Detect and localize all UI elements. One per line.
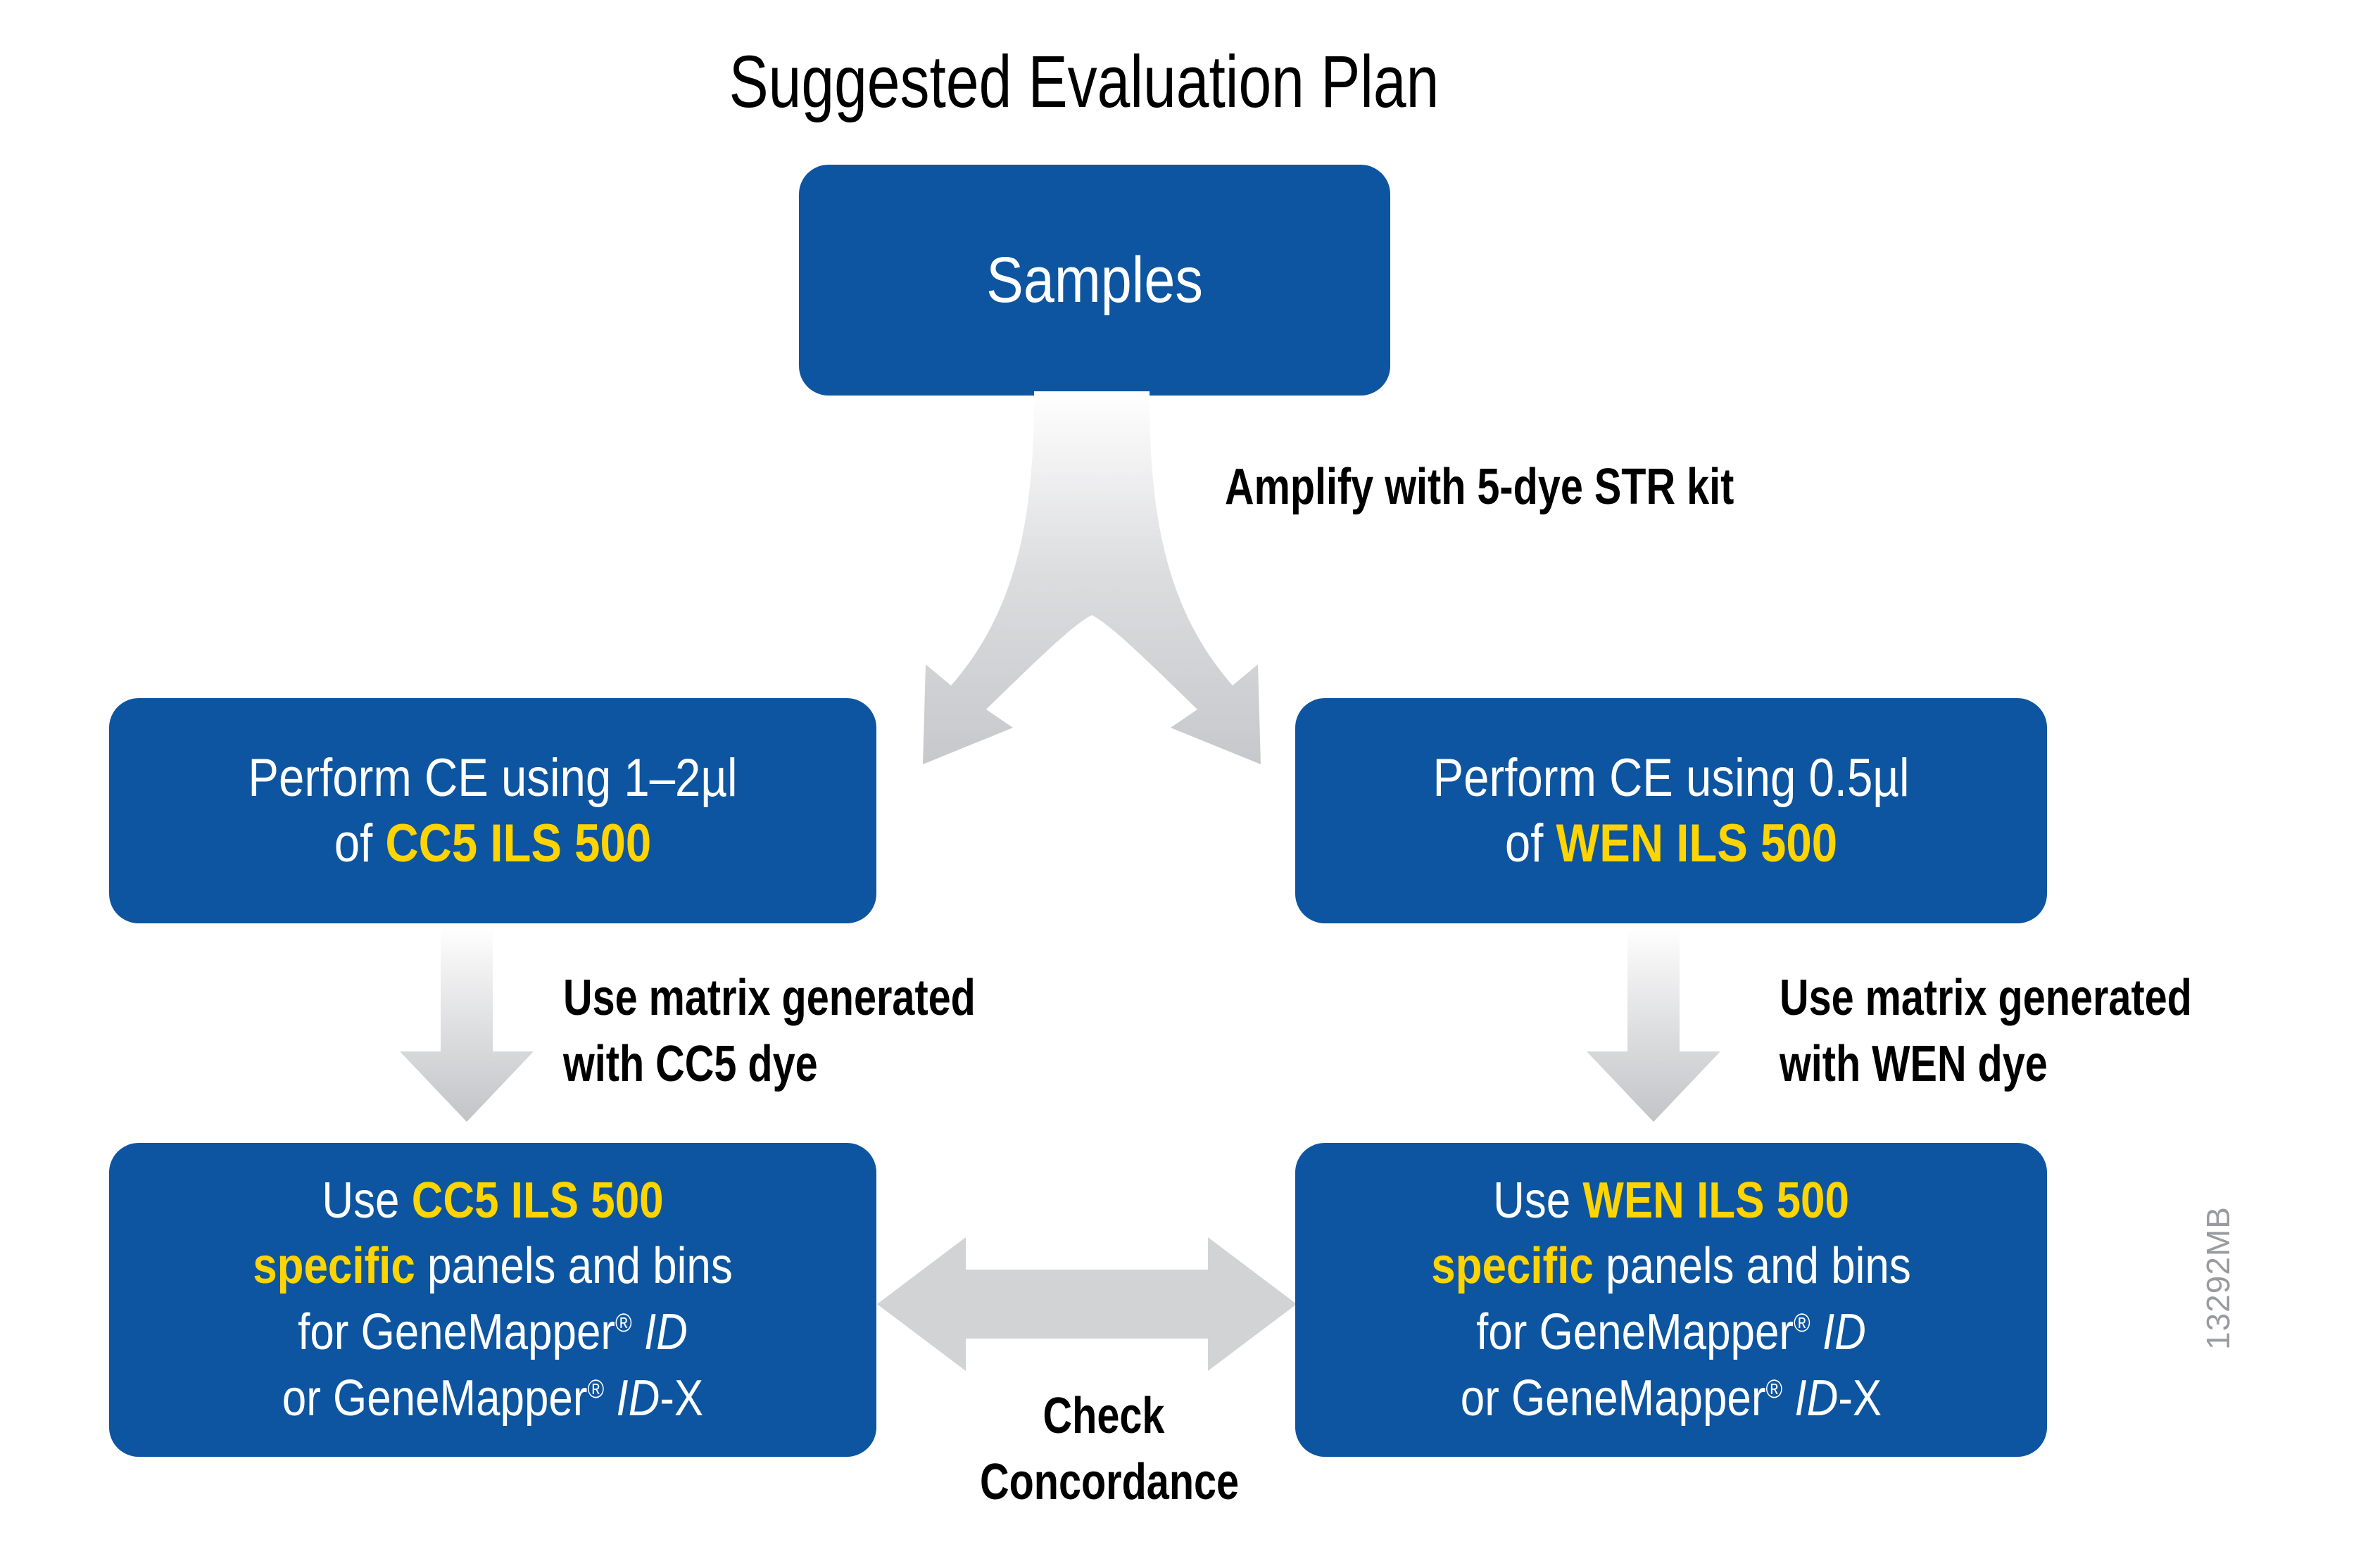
down-arrow-icon-left	[400, 928, 534, 1122]
node-ce-right-line2: of WEN ILS 500	[1504, 814, 1838, 873]
node-panels-right-line2: specific panels and bins	[1431, 1238, 1911, 1295]
node-panels-right-label: Use WEN ILS 500 specific panels and bins…	[1348, 1168, 1994, 1431]
node-ce-left[interactable]: Perform CE using 1–2µl of CC5 ILS 500	[109, 698, 876, 923]
node-panels-left-line4: or GeneMapper® ID-X	[282, 1370, 704, 1427]
node-panels-left-label: Use CC5 ILS 500 specific panels and bins…	[163, 1168, 822, 1431]
node-panels-right-line1: Use WEN ILS 500	[1493, 1172, 1849, 1229]
highlight-cc5-ils-500: CC5 ILS 500	[411, 1172, 664, 1229]
page-title: Suggested Evaluation Plan	[729, 41, 1440, 123]
node-ce-left-label: Perform CE using 1–2µl of CC5 ILS 500	[163, 745, 822, 877]
down-arrow-icon-right	[1587, 928, 1720, 1122]
node-panels-left-line1: Use CC5 ILS 500	[322, 1172, 664, 1229]
highlight-wen-ils-500: WEN ILS 500	[1556, 814, 1838, 873]
document-code: 13292MB	[2200, 1206, 2236, 1350]
highlight-wen-ils-500: WEN ILS 500	[1582, 1172, 1849, 1229]
node-panels-right[interactable]: Use WEN ILS 500 specific panels and bins…	[1295, 1143, 2047, 1457]
registered-trademark-icon: ®	[1765, 1373, 1783, 1403]
node-panels-right-line3: for GeneMapper® ID	[1476, 1304, 1866, 1360]
highlight-specific: specific	[1431, 1238, 1594, 1295]
registered-trademark-icon: ®	[587, 1373, 605, 1403]
node-panels-left[interactable]: Use CC5 ILS 500 specific panels and bins…	[109, 1143, 876, 1457]
edge-label-amplify: Amplify with 5-dye STR kit	[1225, 459, 1734, 515]
node-samples[interactable]: Samples	[799, 165, 1390, 396]
highlight-specific: specific	[253, 1238, 415, 1295]
node-ce-right[interactable]: Perform CE using 0.5µl of WEN ILS 500	[1295, 698, 2047, 923]
edge-label-check-concordance: Check Concordance	[980, 1388, 1240, 1510]
node-samples-label: Samples	[986, 244, 1203, 316]
node-panels-left-line2: specific panels and bins	[253, 1238, 733, 1295]
node-panels-left-line3: for GeneMapper® ID	[298, 1304, 688, 1360]
edge-label-matrix-right: Use matrix generated with WEN dye	[1780, 970, 2192, 1092]
node-ce-left-line2: of CC5 ILS 500	[334, 814, 652, 873]
highlight-cc5-ils-500: CC5 ILS 500	[385, 814, 652, 873]
split-arrow-icon	[923, 391, 1261, 764]
edge-label-matrix-left: Use matrix generated with CC5 dye	[563, 970, 976, 1092]
double-headed-arrow-icon	[877, 1237, 1297, 1371]
node-panels-right-line4: or GeneMapper® ID-X	[1460, 1370, 1882, 1427]
node-ce-right-label: Perform CE using 0.5µl of WEN ILS 500	[1348, 745, 1994, 877]
registered-trademark-icon: ®	[1794, 1308, 1810, 1337]
registered-trademark-icon: ®	[615, 1308, 632, 1337]
